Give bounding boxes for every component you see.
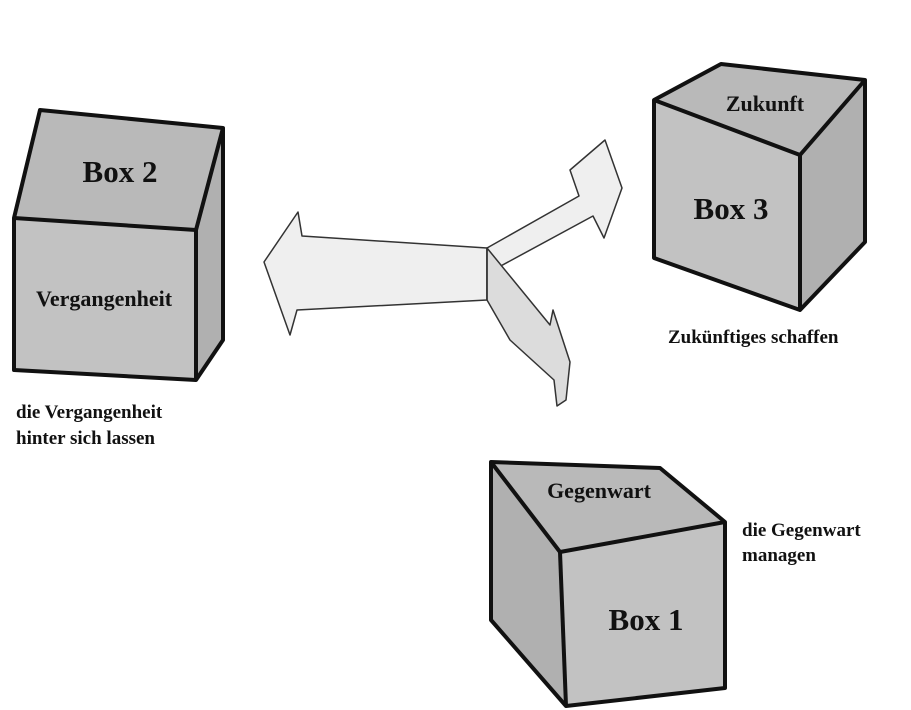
box-1-face-label: Gegenwart <box>547 478 652 503</box>
box-3-face-label: Zukunft <box>726 91 805 116</box>
box-1-caption-line-1: die Gegenwart <box>742 520 861 541</box>
cube-box-1: Gegenwart Box 1 <box>489 460 727 708</box>
box-3-title: Box 3 <box>694 191 769 226</box>
arrow-to-box-2 <box>263 211 488 336</box>
box-2-caption-line-2: hinter sich lassen <box>16 428 155 449</box>
box-1-caption-line-2: managen <box>742 545 816 566</box>
box-2-title: Box 2 <box>83 154 158 189</box>
arrow-to-box-1 <box>486 247 571 407</box>
box-3-caption: Zukünftiges schaffen <box>668 327 839 348</box>
box-1-title: Box 1 <box>609 602 684 637</box>
cube-box-3: Zukunft Box 3 <box>652 62 867 312</box>
cube-box-2: Box 2 Vergangenheit <box>12 108 225 382</box>
arrow-to-box-3 <box>486 139 623 269</box>
three-way-arrow <box>263 139 623 407</box>
box-2-caption-line-1: die Vergangenheit <box>16 402 163 423</box>
box-2-face-label: Vergangenheit <box>36 286 173 311</box>
